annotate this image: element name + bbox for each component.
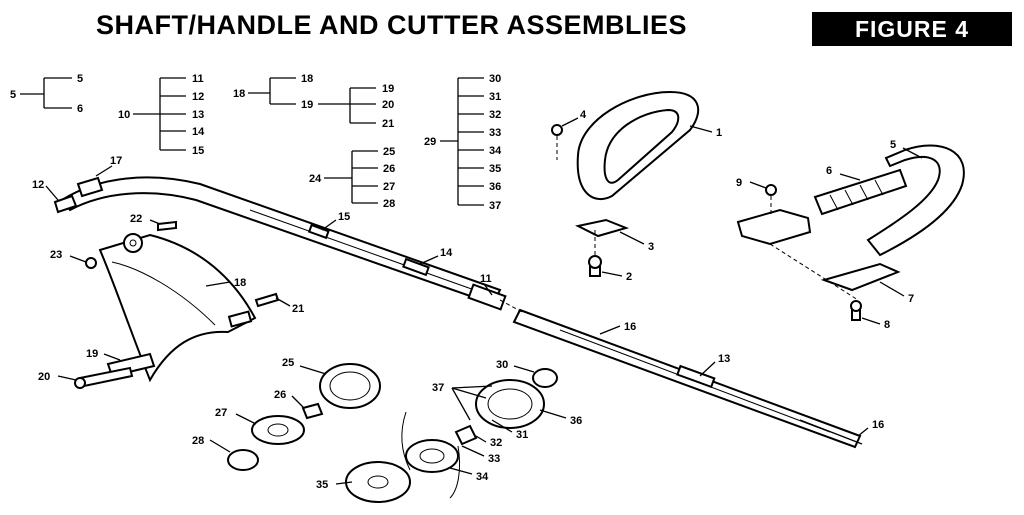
- callout-16a: 16: [624, 321, 636, 333]
- callout-12: 12: [32, 179, 44, 191]
- callout-2: 2: [626, 271, 632, 283]
- tree-label-29-parent: 29: [424, 136, 436, 148]
- callout-13: 13: [718, 353, 730, 365]
- group-5-tree: 5 5 6: [10, 73, 83, 115]
- tree-label-18: 18: [301, 73, 313, 85]
- tree-label-37: 37: [489, 200, 501, 212]
- callout-35: 35: [316, 479, 328, 491]
- callout-7: 7: [908, 293, 914, 305]
- callout-33: 33: [488, 453, 500, 465]
- callout-17: 17: [110, 155, 122, 167]
- tree-label-12: 12: [192, 91, 204, 103]
- tree-label-20: 20: [382, 99, 394, 111]
- tree-label-34: 34: [489, 145, 502, 157]
- tree-label-31: 31: [489, 91, 501, 103]
- tree-label-14: 14: [192, 126, 205, 138]
- callout-30: 30: [496, 359, 508, 371]
- tree-label-5: 5: [77, 73, 83, 85]
- callout-8: 8: [884, 319, 890, 331]
- diagram-title: SHAFT/HANDLE AND CUTTER ASSEMBLIES: [96, 10, 688, 40]
- group-29-tree: 29 30 31 32 33 34 35 36 37: [424, 73, 502, 212]
- callout-34: 34: [476, 471, 489, 483]
- callout-21: 21: [292, 303, 304, 315]
- callout-15: 15: [338, 211, 350, 223]
- shaft-assembly: [53, 176, 863, 449]
- callout-11: 11: [480, 273, 492, 285]
- tree-label-10-parent: 10: [118, 109, 130, 121]
- callout-9: 9: [736, 177, 742, 189]
- tree-label-36: 36: [489, 181, 501, 193]
- tree-label-21: 21: [382, 118, 394, 130]
- tree-label-33: 33: [489, 127, 501, 139]
- callout-32: 32: [490, 437, 502, 449]
- callout-18: 18: [234, 277, 246, 289]
- tree-label-24-parent: 24: [309, 173, 322, 185]
- callout-27: 27: [215, 407, 227, 419]
- tree-label-25: 25: [383, 146, 395, 158]
- cutter-head-assembly: [227, 363, 558, 503]
- callout-20: 20: [38, 371, 50, 383]
- callout-37: 37: [432, 382, 444, 394]
- callout-36: 36: [570, 415, 582, 427]
- group-24-tree: 24 25 26 27 28: [309, 146, 395, 210]
- tree-label-19: 19: [382, 83, 394, 95]
- tree-label-27: 27: [383, 181, 395, 193]
- group-18-tree: 18 18 19 19 20 21: [233, 73, 394, 130]
- callout-5: 5: [890, 139, 896, 151]
- callout-6: 6: [826, 165, 832, 177]
- tree-label-13: 13: [192, 109, 204, 121]
- callout-25: 25: [282, 357, 294, 369]
- callout-4: 4: [580, 109, 587, 121]
- callout-22: 22: [130, 213, 142, 225]
- tree-label-6: 6: [77, 103, 83, 115]
- rear-handle-part: [736, 144, 965, 321]
- group-10-tree: 10 11 12 13 14 15: [118, 73, 205, 157]
- figure-label: FIGURE 4: [812, 12, 1012, 46]
- callout-leaders: 1 2 3 4 5 6 7 8 9 11 12 13 14 15 16 16 1…: [32, 109, 923, 491]
- callout-23: 23: [50, 249, 62, 261]
- callout-3: 3: [648, 241, 654, 253]
- tree-label-30: 30: [489, 73, 501, 85]
- tree-label-26: 26: [383, 163, 395, 175]
- tree-label-15: 15: [192, 145, 204, 157]
- tree-label-5-parent: 5: [10, 89, 16, 101]
- tree-label-18-parent: 18: [233, 88, 245, 100]
- callout-14: 14: [440, 247, 453, 259]
- tree-label-19-parent: 19: [301, 99, 313, 111]
- guard-part: [74, 220, 280, 389]
- tree-label-28: 28: [383, 198, 395, 210]
- handle-part: [551, 90, 700, 277]
- tree-label-32: 32: [489, 109, 501, 121]
- callout-28: 28: [192, 435, 204, 447]
- callout-16b: 16: [872, 419, 884, 431]
- callout-19: 19: [86, 348, 98, 360]
- callout-31: 31: [516, 429, 528, 441]
- callout-26: 26: [274, 389, 286, 401]
- tree-label-11: 11: [192, 73, 204, 85]
- tree-label-35: 35: [489, 163, 501, 175]
- callout-1: 1: [716, 127, 722, 139]
